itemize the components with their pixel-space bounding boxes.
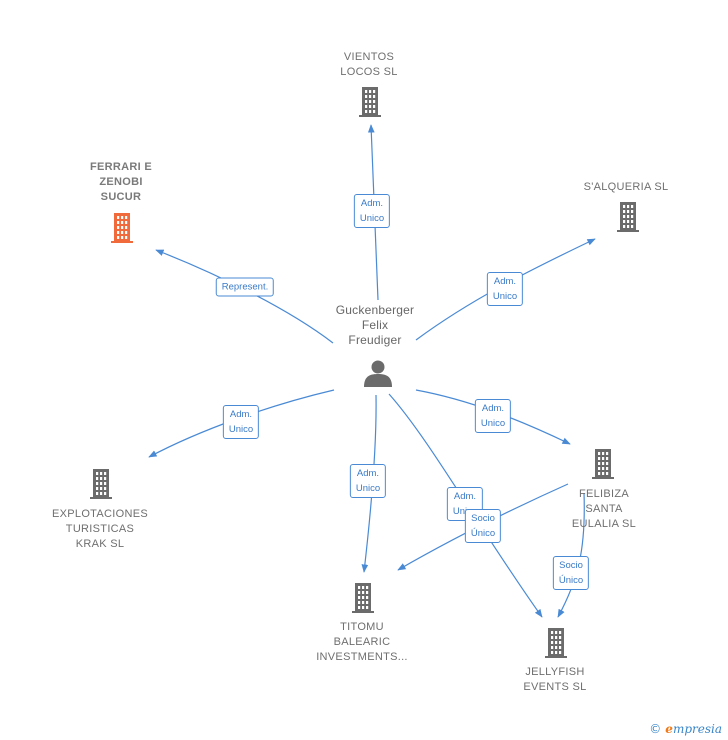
company-label-explotaciones[interactable]: EXPLOTACIONES TURISTICAS KRAK SL — [52, 508, 148, 550]
company-label-salqueria[interactable]: S'ALQUERIA SL — [583, 181, 669, 193]
building-icon-jellyfish[interactable] — [545, 628, 567, 658]
building-icon-felibiza[interactable] — [592, 449, 614, 479]
edge-label-person-vientos[interactable]: Adm. Unico — [353, 194, 391, 228]
building-icon-explotaciones[interactable] — [90, 469, 112, 499]
building-icon-titomu[interactable] — [352, 583, 374, 613]
brand-name: mpresia — [672, 722, 722, 736]
brand-logo: ©empresia — [649, 722, 722, 736]
copyright-symbol: © — [649, 722, 662, 736]
edge-label-felibiza-titomu[interactable]: Socio Único — [464, 509, 502, 543]
edge-label-person-explotaciones[interactable]: Adm. Unico — [222, 405, 260, 439]
building-icon-vientos[interactable] — [359, 87, 381, 117]
person-icon[interactable] — [364, 360, 392, 388]
building-icon-ferrari[interactable] — [111, 213, 133, 243]
edge-label-felibiza-jellyfish[interactable]: Socio Único — [552, 556, 590, 590]
edge-label-person-felibiza[interactable]: Adm. Unico — [474, 399, 512, 433]
person-name[interactable]: Guckenberger Felix Freudiger — [335, 303, 415, 347]
company-label-vientos[interactable]: VIENTOS LOCOS SL — [340, 51, 398, 78]
company-label-jellyfish[interactable]: JELLYFISH EVENTS SL — [523, 666, 587, 693]
building-icon-salqueria[interactable] — [617, 202, 639, 232]
company-label-felibiza[interactable]: FELIBIZA SANTA EULALIA SL — [571, 488, 637, 530]
edge-label-person-titomu[interactable]: Adm. Unico — [349, 464, 387, 498]
edge-label-person-ferrari[interactable]: Represent. — [215, 277, 275, 297]
brand-initial: e — [665, 722, 673, 736]
edge-label-person-salqueria[interactable]: Adm. Unico — [486, 272, 524, 306]
company-label-titomu[interactable]: TITOMU BALEARIC INVESTMENTS... — [316, 621, 408, 663]
icons-layer — [90, 87, 639, 658]
edge-person-ferrari — [155, 249, 334, 344]
company-label-ferrari[interactable]: FERRARI E ZENOBI SUCUR — [90, 161, 152, 203]
